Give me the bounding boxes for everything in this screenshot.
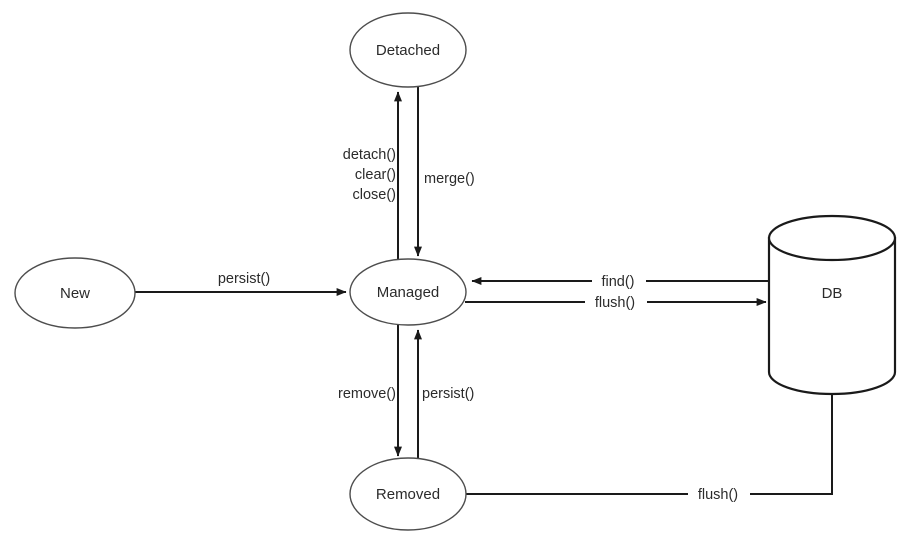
edge-label-clear: clear() <box>355 167 396 183</box>
node-removed[interactable]: Removed <box>349 457 467 531</box>
edge-db-to-managed: find() <box>471 271 769 290</box>
edge-label-detach: detach() <box>343 147 396 163</box>
edge-label-flush-bg <box>585 292 647 311</box>
edge-label-find-bg <box>592 271 646 290</box>
node-new-label: New <box>60 285 90 302</box>
node-db-body[interactable] <box>767 236 897 396</box>
edge-new-to-managed: persist() <box>135 271 347 296</box>
edge-label-flush-managed: flush() <box>595 295 635 311</box>
node-new-shape[interactable] <box>14 257 136 329</box>
node-db-label: DB <box>822 285 843 302</box>
edge-managed-to-removed: remove() <box>338 325 402 457</box>
edge-removed-to-db: flush() <box>466 375 836 503</box>
edge-label-persist-new: persist() <box>218 271 270 287</box>
edge-managed-to-db: flush() <box>465 292 767 311</box>
node-detached-label: Detached <box>376 42 440 59</box>
node-removed-shape[interactable] <box>349 457 467 531</box>
edge-label-flush2-bg <box>688 484 750 503</box>
edge-label-persist-removed: persist() <box>422 386 474 402</box>
edge-line-flush-removed <box>466 375 836 495</box>
edge-label-remove: remove() <box>338 386 396 402</box>
edge-removed-to-managed: persist() <box>414 329 474 462</box>
edge-label-close: close() <box>352 187 396 203</box>
node-db[interactable]: DB <box>767 214 897 396</box>
edge-detached-to-managed: merge() <box>414 86 475 257</box>
node-new[interactable]: New <box>14 257 136 329</box>
edge-label-find: find() <box>601 274 634 290</box>
edge-label-flush-removed: flush() <box>698 487 738 503</box>
edge-label-merge: merge() <box>424 171 475 187</box>
node-managed-shape[interactable] <box>349 258 467 326</box>
node-db-top <box>767 214 897 262</box>
node-detached[interactable]: Detached <box>349 12 467 88</box>
node-removed-label: Removed <box>376 486 440 503</box>
node-detached-shape[interactable] <box>349 12 467 88</box>
node-managed-label: Managed <box>377 284 440 301</box>
node-managed[interactable]: Managed <box>349 258 467 326</box>
edge-managed-to-detached: detach() clear() close() <box>343 91 402 260</box>
